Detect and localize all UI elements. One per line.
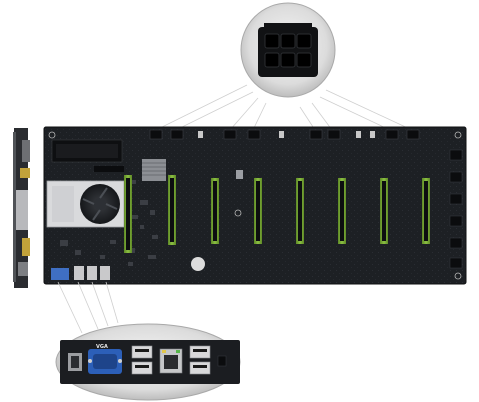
pcie-power-connectors <box>149 129 420 140</box>
pcie-6pin-power-connector <box>264 33 312 68</box>
board-side-view <box>13 128 30 288</box>
vga-port <box>88 349 122 374</box>
usb-port-pair <box>131 345 153 375</box>
usb-port-pair-2 <box>189 345 211 375</box>
bottom-callout-leader-lines <box>57 281 119 334</box>
cpu-heatsink-fan <box>46 180 125 228</box>
vga-label: VGA <box>96 344 108 350</box>
motherboard <box>43 126 467 285</box>
top-callout-magnifier <box>240 2 336 98</box>
rj45-ethernet-port <box>159 348 183 374</box>
board-rear-io <box>51 266 110 280</box>
top-callout-leader-lines <box>155 84 413 131</box>
bottom-callout-magnifier: VGA <box>55 323 241 401</box>
